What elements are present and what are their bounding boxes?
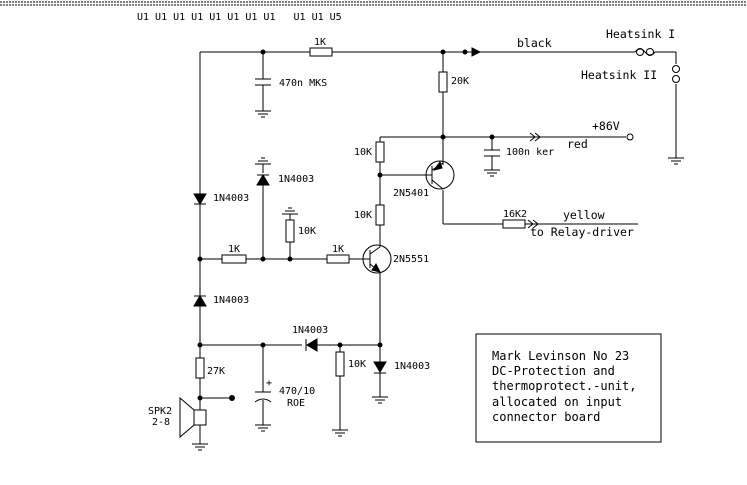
label-d-right: 1N4003 <box>394 361 430 372</box>
note-line-5: connector board <box>492 410 600 424</box>
capacitor-100n: 100n ker <box>484 147 554 158</box>
label-r-20k: 20K <box>451 76 469 87</box>
diode-upper-branch: 1N4003 <box>256 174 314 186</box>
note-line-2: DC-Protection and <box>492 364 615 378</box>
note-box: Mark Levinson No 23 DC-Protection and th… <box>475 333 662 443</box>
label-r-27k: 27K <box>207 366 225 377</box>
label-r-10k-d: 10K <box>348 359 366 370</box>
unit-codes: U1 U1 U1 U1 U1 U1 U1 U1 U1 U1 U5 <box>137 12 342 23</box>
label-d-series: 1N4003 <box>292 325 328 336</box>
label-r-16k2: 16K2 <box>503 209 527 220</box>
relay-driver-output: yellow to Relay-driver <box>527 208 634 239</box>
diode-series: 1N4003 <box>292 325 328 352</box>
black-connector: black <box>471 36 552 57</box>
diode-top-left: 1N4003 <box>193 193 249 205</box>
label-r-10k-b: 10K <box>354 210 372 221</box>
resistor-10k-d: 10K <box>335 351 366 377</box>
resistor-1k-top: 1K <box>309 37 333 57</box>
resistor-16k2: 16K2 <box>502 209 527 229</box>
resistor-27k: 27K <box>195 357 225 379</box>
diode-right: 1N4003 <box>373 361 430 374</box>
label-yellow: yellow <box>563 208 605 222</box>
label-r-1k-a: 1K <box>228 244 240 255</box>
label-c-470u: 470/10 <box>279 386 315 397</box>
label-d-top: 1N4003 <box>213 193 249 204</box>
capacitor-470u: + 470/10 ROE <box>254 378 315 409</box>
label-cap-plus: + <box>266 378 272 389</box>
speaker-spk2: SPK2 2-8 <box>148 396 207 439</box>
diode-mid-left: 1N4003 <box>193 295 249 307</box>
page-border <box>0 1 747 6</box>
junction-dots <box>197 49 495 401</box>
label-c-470u-type: ROE <box>287 398 305 409</box>
note-line-3: thermoprotect.-unit, <box>492 379 637 393</box>
resistor-1k-b: 1K <box>326 244 350 264</box>
resistor-1k-a: 1K <box>221 244 247 264</box>
transistor-q1-2n5401: 2N5401 <box>393 160 455 199</box>
resistor-10k-b: 10K <box>354 204 385 226</box>
label-speaker: SPK2 <box>148 406 172 417</box>
label-c-470n: 470n MKS <box>279 78 327 89</box>
capacitor-470n: 470n MKS <box>255 78 327 89</box>
label-q2: 2N5551 <box>393 254 429 265</box>
label-r-10k-c: 10K <box>298 226 316 237</box>
heatsink-i-switch: Heatsink I <box>606 27 675 56</box>
ground-symbols <box>192 110 684 451</box>
label-r-1k-b: 1K <box>332 244 344 255</box>
wires <box>199 51 677 444</box>
label-d-low: 1N4003 <box>213 295 249 306</box>
note-line-4: allocated on input <box>492 395 622 409</box>
v86-terminal: +86V red <box>529 119 634 151</box>
label-r-10k-a: 10K <box>354 147 372 158</box>
transistor-q2-2n5551: 2N5551 <box>362 244 429 274</box>
label-q1: 2N5401 <box>393 188 429 199</box>
label-heatsink1: Heatsink I <box>606 27 675 41</box>
label-heatsink2: Heatsink II <box>581 68 657 82</box>
label-red: red <box>567 137 588 151</box>
resistor-10k-c: 10K <box>285 219 316 243</box>
label-v86: +86V <box>592 119 620 133</box>
resistor-10k-a: 10K <box>354 141 385 163</box>
label-d-mid: 1N4003 <box>278 174 314 185</box>
label-relay: to Relay-driver <box>530 225 634 239</box>
resistor-20k: 20K <box>438 71 469 93</box>
label-speaker-pins: 2-8 <box>152 417 170 428</box>
label-black: black <box>517 36 552 50</box>
heatsink-ii-switch: Heatsink II <box>581 65 680 83</box>
label-c-100n: 100n ker <box>506 147 554 158</box>
label-r-top: 1K <box>314 37 326 48</box>
note-line-1: Mark Levinson No 23 <box>492 349 629 363</box>
